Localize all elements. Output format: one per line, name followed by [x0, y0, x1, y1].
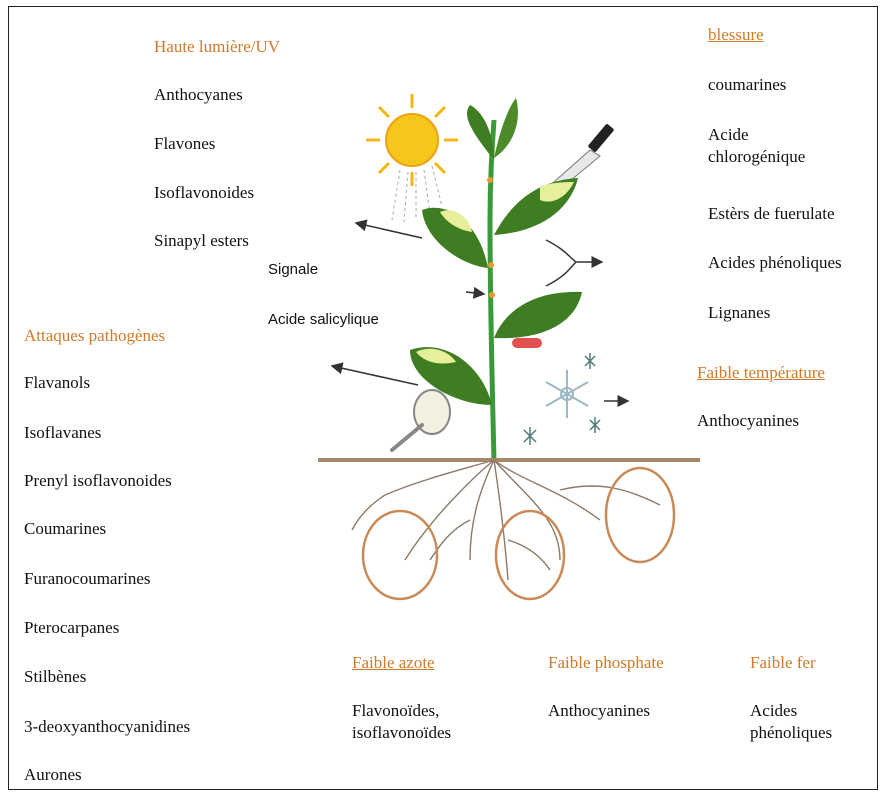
wound-heading: blessure: [708, 24, 764, 46]
root-circles: [363, 468, 674, 599]
nitrogen-heading: Faible azote: [352, 652, 435, 674]
uv-item-2: Flavones: [154, 133, 215, 155]
bacterium-icon: [392, 390, 450, 450]
pathogen-item-5: Furanocoumarines: [24, 568, 151, 590]
phosphate-item: Anthocyanines: [548, 700, 650, 722]
phosphate-heading: Faible phosphate: [548, 652, 664, 674]
pathogen-item-2: Isoflavanes: [24, 422, 101, 444]
sun-icon: [366, 94, 458, 222]
wound-item-3: Estèrs de fuerulate: [708, 203, 835, 225]
snowflake-icon: [546, 370, 588, 418]
caterpillar-icon: [512, 338, 542, 348]
pathogen-item-3: Prenyl isoflavonoides: [24, 470, 172, 492]
pathogen-item-4: Coumarines: [24, 518, 106, 540]
uv-item-4: Sinapyl esters: [154, 230, 249, 252]
pathogen-item-9: Aurones: [24, 764, 82, 786]
wound-item-2: Acide chlorogénique: [708, 124, 828, 168]
uv-heading: Haute lumière/UV: [154, 36, 280, 58]
pathogen-item-7: Stilbènes: [24, 666, 86, 688]
wound-item-4: Acides phénoliques: [708, 252, 842, 274]
uv-item-1: Anthocyanes: [154, 84, 243, 106]
pathogen-heading: Attaques pathogènes: [24, 325, 165, 347]
iron-item: Acides phénoliques: [750, 700, 860, 744]
uv-item-3: Isoflavonoides: [154, 182, 254, 204]
plant-illustration: [300, 90, 720, 620]
pathogen-item-1: Flavanols: [24, 372, 90, 394]
iron-heading: Faible fer: [750, 652, 816, 674]
pathogen-item-8: 3-deoxyanthocyanidines: [24, 716, 190, 738]
nitrogen-item: Flavonoïdes, isoflavonoïdes: [352, 700, 492, 744]
pathogen-item-6: Pterocarpanes: [24, 617, 119, 639]
